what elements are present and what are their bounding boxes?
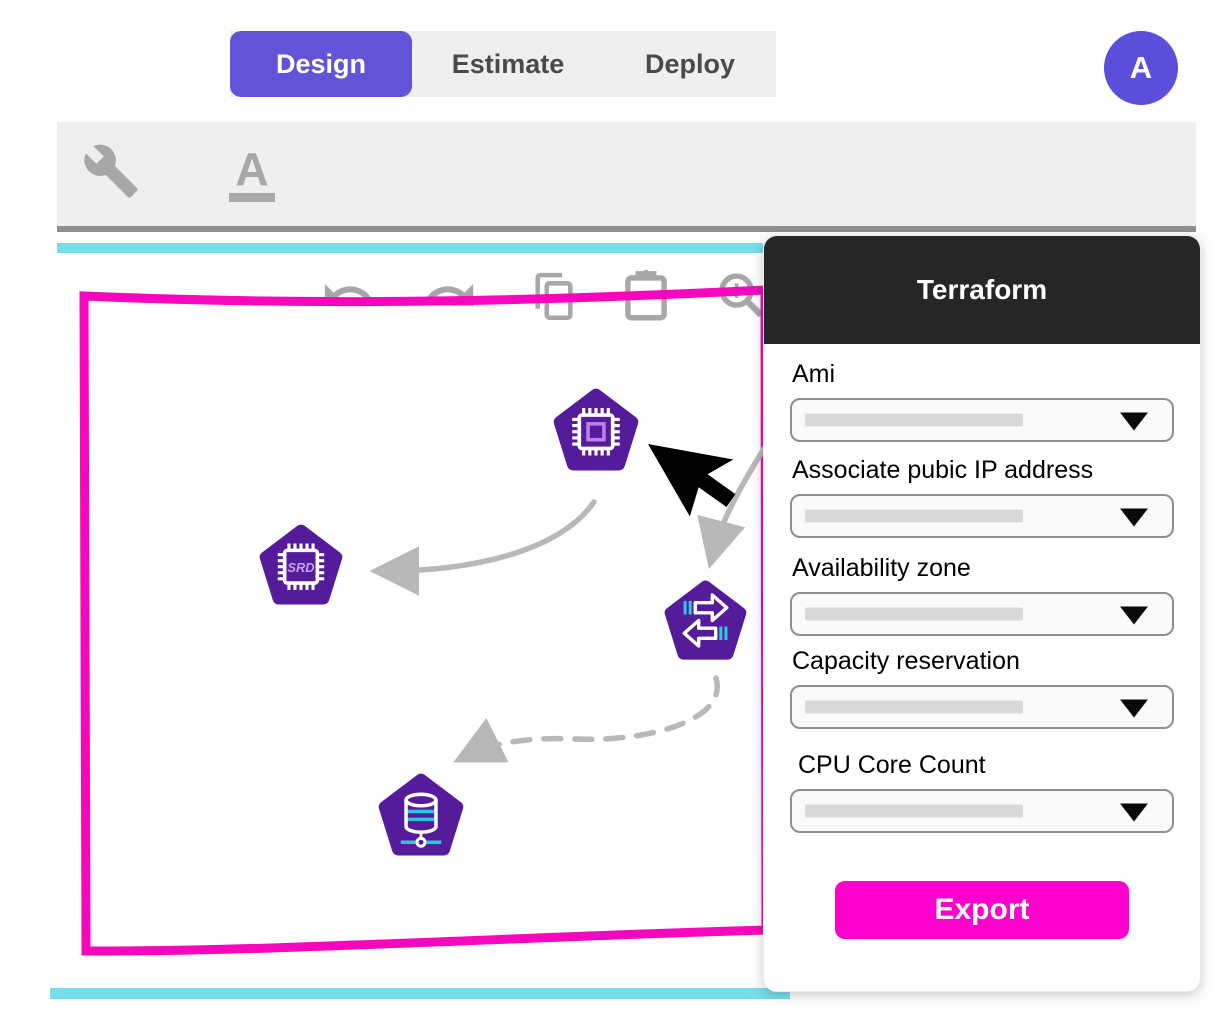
tab-estimate[interactable]: Estimate [451, 48, 565, 79]
associate-public-ip-select[interactable] [790, 494, 1174, 538]
caret-down-icon [1120, 606, 1148, 625]
caret-down-icon [1120, 508, 1148, 527]
caret-down-icon [1120, 699, 1148, 718]
transfer-arrows-icon [682, 593, 729, 648]
wrench-icon [84, 144, 138, 198]
wrench-button[interactable] [82, 142, 140, 200]
ami-select[interactable] [790, 398, 1174, 442]
caret-down-icon [1120, 412, 1148, 431]
field-label-cpu-core-count: CPU Core Count [798, 751, 986, 779]
connection-cpu-to-srd[interactable] [369, 499, 597, 596]
terraform-panel: Terraform Ami Associate pubic IP address… [763, 235, 1201, 992]
skeleton-value [805, 804, 1023, 818]
cpu-core-count-select[interactable] [790, 789, 1174, 833]
cpu-icon [572, 408, 620, 456]
skeleton-value [805, 413, 1023, 427]
srd-chip-node[interactable]: SRD [258, 522, 344, 608]
skeleton-value [805, 607, 1023, 621]
panel-title: Terraform [764, 236, 1200, 344]
capacity-reservation-select[interactable] [790, 685, 1174, 729]
transfer-arrows-node[interactable] [663, 578, 748, 663]
connection-transfer-to-db[interactable] [453, 675, 721, 763]
tab-design[interactable]: Design [230, 31, 412, 97]
text-button[interactable]: A [223, 146, 281, 204]
text-icon: A [229, 146, 275, 202]
pentagon-shape [378, 773, 464, 856]
pentagon-shape [664, 580, 747, 660]
mouse-cursor [648, 444, 736, 517]
field-label-capacity-reservation: Capacity reservation [792, 647, 1020, 675]
cpu-chip-node[interactable] [552, 386, 640, 474]
availability-zone-select[interactable] [790, 592, 1174, 636]
database-node[interactable] [377, 771, 465, 859]
field-label-associate-public-ip: Associate pubic IP address [792, 456, 1094, 484]
user-avatar[interactable]: A [1104, 31, 1178, 105]
field-label-ami: Ami [792, 360, 836, 388]
database-icon [400, 792, 442, 848]
skeleton-value [805, 509, 1023, 523]
tab-deploy[interactable]: Deploy [644, 48, 736, 79]
field-label-availability-zone: Availability zone [792, 554, 971, 582]
mode-tabbar: Design Estimate Deploy [230, 31, 776, 97]
caret-down-icon [1120, 803, 1148, 822]
export-button[interactable]: Export [835, 881, 1129, 939]
skeleton-value [805, 700, 1023, 714]
editor-toolbar: A [57, 122, 1196, 321]
top-divider [57, 243, 763, 253]
srd-label: SRD [287, 560, 314, 575]
srd-chip-icon [277, 543, 325, 590]
bottom-divider [50, 988, 790, 999]
